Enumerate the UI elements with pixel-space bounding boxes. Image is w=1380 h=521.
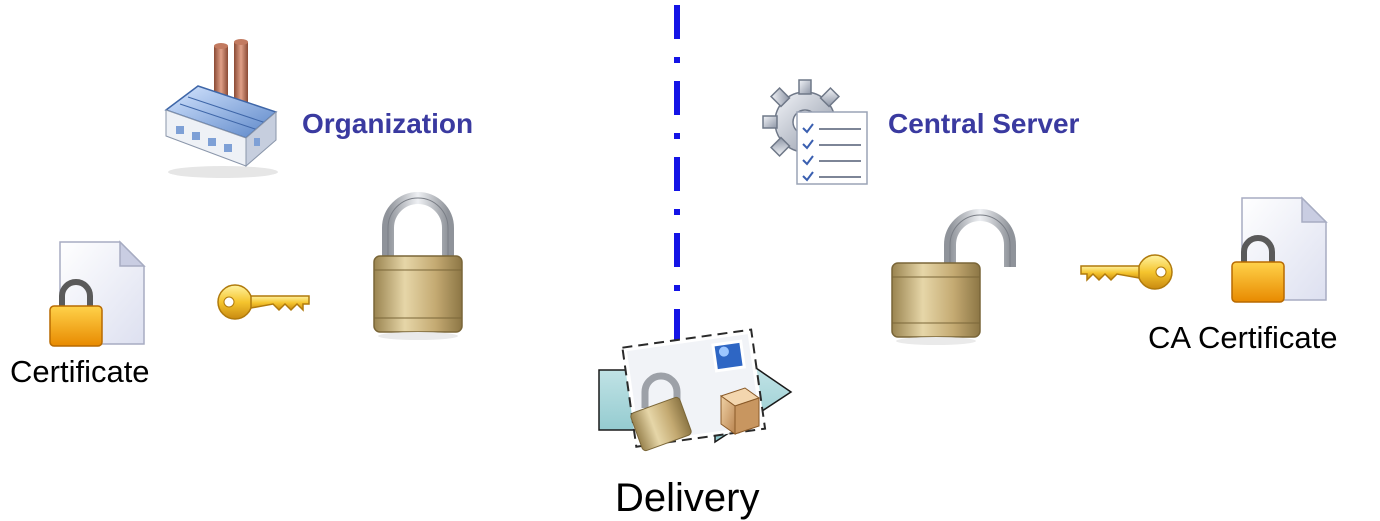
central-server-title: Central Server (888, 108, 1080, 139)
envelope-icon (598, 328, 793, 452)
gear-server-icon (762, 79, 868, 185)
organization-title: Organization (302, 108, 474, 139)
ca-certificate-label: CA Certificate (1148, 320, 1338, 355)
certificate-icon (49, 240, 146, 347)
open-padlock-icon (891, 209, 1016, 345)
key-icon-reversed (1080, 254, 1173, 290)
closed-padlock-icon (373, 192, 463, 340)
ca-certificate-icon (1231, 196, 1328, 303)
delivery-label: Delivery (615, 476, 760, 520)
certificate-label: Certificate (10, 354, 150, 389)
key-icon (217, 284, 310, 320)
dashed-divider (674, 5, 680, 340)
factory-icon (164, 39, 278, 178)
